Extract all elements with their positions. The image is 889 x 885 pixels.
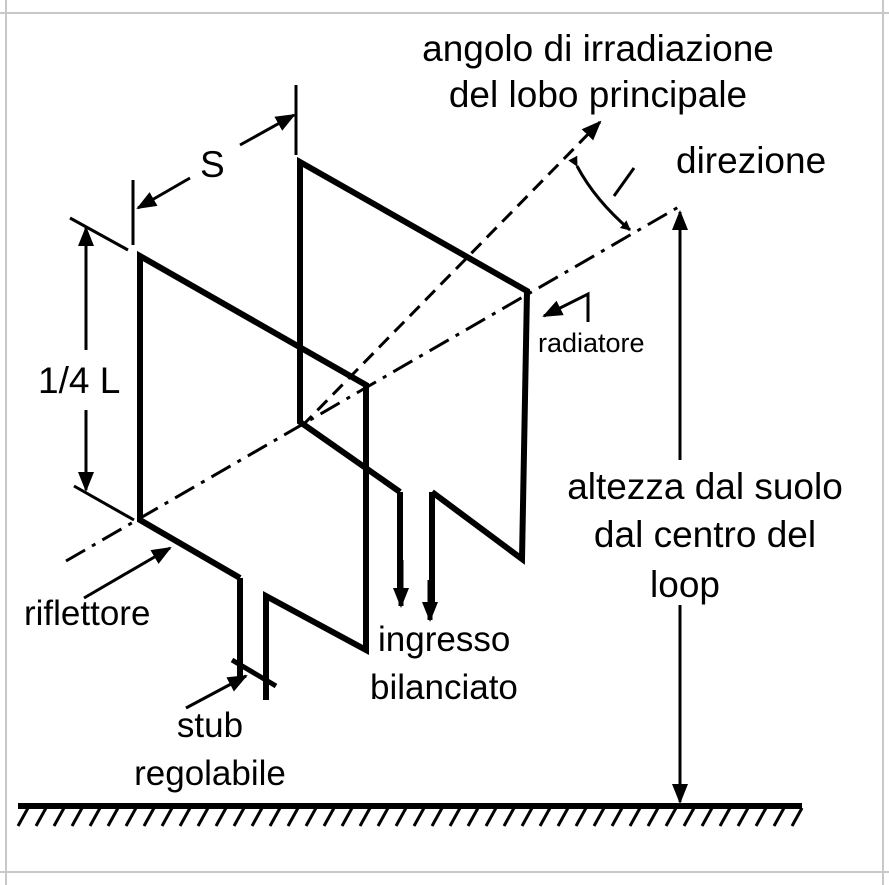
hatch-mark bbox=[718, 807, 732, 827]
hatch-mark bbox=[322, 807, 336, 827]
hatch-mark bbox=[610, 807, 624, 827]
direction-label: direzione bbox=[676, 140, 827, 181]
hatch-mark bbox=[448, 807, 462, 827]
hatch-mark bbox=[214, 807, 228, 827]
hatch-mark bbox=[358, 807, 372, 827]
hatch-mark bbox=[628, 807, 642, 827]
quarter-tick-top bbox=[69, 216, 129, 252]
hatch-mark bbox=[538, 807, 552, 827]
stub-label-line1: stub bbox=[176, 706, 244, 745]
hatch-mark bbox=[754, 807, 768, 827]
theta-arc bbox=[568, 155, 631, 232]
hatch-mark bbox=[88, 807, 102, 827]
reflector-arrow bbox=[83, 546, 172, 600]
ground-hatching bbox=[16, 807, 804, 827]
height-label-line1: altezza dal suolo bbox=[535, 468, 875, 505]
hatch-mark bbox=[232, 807, 246, 827]
hatch-mark bbox=[142, 807, 156, 827]
hatch-mark bbox=[574, 807, 588, 827]
hatch-mark bbox=[124, 807, 138, 827]
angle-label-line2: del lobo principale bbox=[448, 74, 748, 115]
hatch-mark bbox=[502, 807, 516, 827]
hatch-mark bbox=[466, 807, 480, 827]
hatch-mark bbox=[430, 807, 444, 827]
hatch-mark bbox=[250, 807, 264, 827]
reflector-label: riflettore bbox=[24, 594, 151, 633]
hatch-mark bbox=[196, 807, 210, 827]
hatch-mark bbox=[790, 807, 804, 827]
height-label-line3: loop bbox=[640, 566, 730, 603]
hatch-mark bbox=[664, 807, 678, 827]
hatch-mark bbox=[556, 807, 570, 827]
theta-glyph-line bbox=[612, 167, 636, 197]
hatch-mark bbox=[304, 807, 318, 827]
balanced-input-label-line1: ingresso bbox=[378, 620, 511, 659]
balanced-input-label-line2: bilanciato bbox=[370, 668, 518, 707]
spacing-arrow-right bbox=[239, 113, 296, 147]
radiator-leader bbox=[542, 291, 590, 322]
hatch-mark bbox=[736, 807, 750, 827]
spacing-arrow-left bbox=[136, 176, 191, 210]
spacing-label: S bbox=[200, 144, 225, 185]
hatch-mark bbox=[646, 807, 660, 827]
hatch-mark bbox=[268, 807, 282, 827]
quarter-tick-bottom bbox=[73, 484, 135, 522]
angle-label-line1: angolo di irradiazione bbox=[422, 28, 774, 69]
stub-shorting-bar bbox=[230, 657, 278, 689]
height-label-line2: dal centro del bbox=[535, 516, 875, 553]
hatch-mark bbox=[106, 807, 120, 827]
quarter-wave-label: 1/4 L bbox=[38, 360, 121, 401]
hatch-mark bbox=[484, 807, 498, 827]
hatch-mark bbox=[700, 807, 714, 827]
hatch-mark bbox=[160, 807, 174, 827]
hatch-mark bbox=[70, 807, 84, 827]
radiator-loop bbox=[297, 156, 531, 565]
ground bbox=[16, 803, 804, 827]
hatch-mark bbox=[34, 807, 48, 827]
stub-label-line2: regolabile bbox=[134, 754, 286, 793]
reflector-loop bbox=[137, 250, 369, 700]
hatch-mark bbox=[592, 807, 606, 827]
hatch-mark bbox=[772, 807, 786, 827]
hatch-mark bbox=[376, 807, 390, 827]
hatch-mark bbox=[394, 807, 408, 827]
direction-axis-line bbox=[65, 203, 683, 563]
hatch-mark bbox=[52, 807, 66, 827]
hatch-mark bbox=[682, 807, 696, 827]
radiator-label: radiatore bbox=[538, 328, 645, 358]
hatch-mark bbox=[16, 807, 30, 827]
stub-arrow bbox=[185, 674, 248, 710]
hatch-mark bbox=[340, 807, 354, 827]
hatch-mark bbox=[178, 807, 192, 827]
main-lobe-line bbox=[300, 120, 602, 428]
hatch-mark bbox=[520, 807, 534, 827]
hatch-mark bbox=[286, 807, 300, 827]
hatch-mark bbox=[412, 807, 426, 827]
